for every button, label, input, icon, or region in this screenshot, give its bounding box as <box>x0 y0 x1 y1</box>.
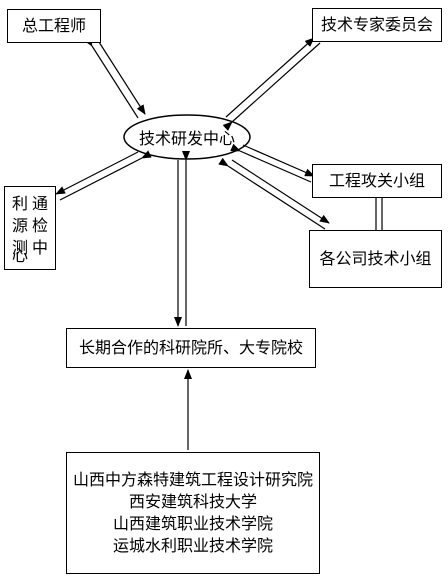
link-groups-to-center <box>218 157 326 230</box>
rd-center-label-wrap: 技术研发中心 <box>124 115 250 159</box>
partner-item: 山西中方森特建筑工程设计研究院 <box>72 470 313 489</box>
chief-engineer-box: 总工程师 <box>7 9 101 43</box>
link-center-to-groups <box>231 159 330 224</box>
expert-committee-box: 技术专家委员会 <box>312 8 442 42</box>
testing-center-char: 利 <box>12 194 29 213</box>
testing-center-char: 源 <box>12 216 29 235</box>
testing-center-char: 通 <box>32 194 49 213</box>
company-tech-groups-box: 各公司技术小组 <box>309 230 442 288</box>
research-institutes-label: 长期合作的科研院所、大专院校 <box>78 338 303 357</box>
testing-center-char: 中 <box>32 238 49 257</box>
link-committee-to-center <box>222 42 321 131</box>
testing-center-col-1: 利 源 测 <box>12 193 28 259</box>
testing-center-char: 测 <box>12 238 29 257</box>
testing-center-char: 检 <box>32 216 49 235</box>
research-institutes-box: 长期合作的科研院所、大专院校 <box>66 328 316 368</box>
testing-center-col-2: 通 检 中 <box>32 193 48 259</box>
testing-center-col-3: 心 <box>12 245 28 267</box>
company-tech-groups-label: 各公司技术小组 <box>319 249 432 268</box>
link-center-to-testing <box>55 151 139 195</box>
link-testing-to-center <box>59 150 152 201</box>
partner-item: 西安建筑科技大学 <box>128 492 257 511</box>
link-chief-to-center <box>83 36 139 119</box>
expert-committee-label: 技术专家委员会 <box>320 15 433 34</box>
testing-center-char: 心 <box>12 246 29 265</box>
link-center-to-committee <box>225 37 315 118</box>
chief-engineer-label: 总工程师 <box>21 16 86 35</box>
partner-item: 山西建筑职业技术学院 <box>112 514 273 533</box>
link-team-to-center <box>230 143 312 183</box>
engineering-team-label: 工程攻关小组 <box>328 171 425 190</box>
link-center-to-chief <box>98 41 146 115</box>
rd-center-label: 技术研发中心 <box>138 129 235 148</box>
testing-center-box: 利 源 测 通 检 中 心 <box>4 186 56 270</box>
partners-box: 山西中方森特建筑工程设计研究院 西安建筑科技大学 山西建筑职业技术学院 运城水利… <box>66 452 320 574</box>
link-center-to-team <box>242 144 315 177</box>
partner-item: 运城水利职业技术学院 <box>112 536 273 555</box>
engineering-team-box: 工程攻关小组 <box>312 164 442 198</box>
